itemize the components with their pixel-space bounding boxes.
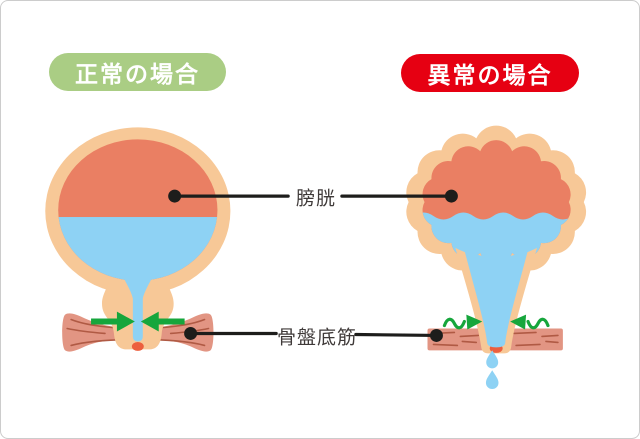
bladder-dot-abnormal xyxy=(444,189,458,203)
weak-arrow-head-right-pointing-icon xyxy=(466,314,483,330)
weak-arrow-squiggle-right xyxy=(526,317,550,330)
urine-fill-wavy xyxy=(422,212,571,262)
urine-funnel xyxy=(115,262,160,342)
leak-droplets xyxy=(485,350,499,390)
normal-bladder-illustration xyxy=(45,127,231,352)
pelvic-leader-right xyxy=(354,332,439,338)
contraction-arrow-right-pointing-icon xyxy=(91,311,135,332)
droplet-icon xyxy=(485,370,499,390)
weak-arrow-squiggle-left xyxy=(442,317,466,330)
bladder-label: 膀胱 xyxy=(295,188,337,210)
weak-arrow-head-left-pointing-icon xyxy=(510,314,527,330)
droplet-icon xyxy=(486,350,499,369)
leader-dots xyxy=(168,189,458,342)
normal-case-badge: 正常の場合 xyxy=(49,53,226,91)
normal-case-label: 正常の場合 xyxy=(75,61,200,87)
muscle-fiber-lines xyxy=(431,331,559,347)
abnormal-case-label: 異常の場合 xyxy=(427,62,553,88)
contraction-arrows xyxy=(91,311,185,332)
pelvic-dot-normal xyxy=(184,327,198,340)
contraction-arrow-left-pointing-icon xyxy=(140,311,185,332)
urine-stream xyxy=(464,249,529,348)
bladder-dot-normal xyxy=(168,189,182,203)
urethra-opening xyxy=(131,341,144,351)
abnormal-case-badge: 異常の場合 xyxy=(401,54,579,92)
weak-contraction-arrows xyxy=(442,314,550,330)
pelvic-dot-abnormal xyxy=(429,328,443,342)
abnormal-bladder-illustration xyxy=(406,125,587,390)
leader-lines xyxy=(173,194,453,338)
pelvic-floor-label: 骨盤底筋 xyxy=(276,327,358,349)
